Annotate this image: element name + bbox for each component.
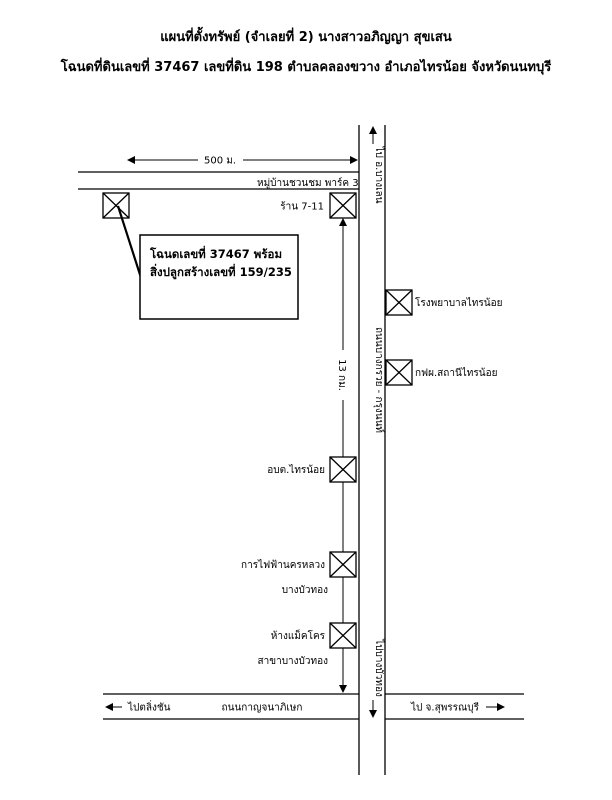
- sao-label: อบต.ไทรน้อย: [267, 464, 325, 476]
- to-suphanburi-label: ไป จ.สุพรรณบุรี: [410, 702, 480, 714]
- shop-711-label: ร้าน 7-11: [280, 201, 324, 213]
- mea-label-line1: การไฟฟ้านครหลวง: [241, 559, 325, 571]
- egat-station-label: กฟผ.สถานีไทรน้อย: [415, 367, 497, 379]
- main-road-label: ถนนบางกรวย - กรุงนนท์: [373, 327, 385, 433]
- mea-marker: [329, 551, 357, 578]
- property-marker: [102, 192, 130, 219]
- egat-station-marker: [385, 359, 413, 386]
- callout-box: [139, 234, 299, 320]
- map-subtitle: โฉนดที่ดินเลขที่ 37467 เลขที่ดิน 198 ตำบ…: [60, 60, 552, 75]
- map-title: แผนที่ตั้งทรัพย์ (จำเลยที่ 2) นางสาวอภิญ…: [160, 30, 452, 45]
- mea-label-line2: บางบัวทอง: [282, 585, 328, 596]
- callout-line2: สิ่งปลูกสร้างเลขที่ 159/235: [150, 263, 292, 280]
- hospital-marker: [385, 289, 413, 316]
- to-bang-bua-thong-label: ไปบางบัวทอง: [373, 638, 385, 697]
- callout-line1: โฉนดเลขที่ 37467 พร้อม: [149, 245, 282, 261]
- to-taling-chan-label: ไปตลิ่งชัน: [127, 700, 171, 714]
- hospital-label: โรงพยาบาลไทรน้อย: [415, 296, 502, 309]
- kanchana-road-label: ถนนกาญจนาภิเษก: [222, 703, 303, 714]
- village-label: หมู่บ้านชวนชม พาร์ค 3: [257, 177, 359, 189]
- makro-marker: [329, 622, 357, 649]
- callout-leader-line: [116, 205, 145, 285]
- distance-500-label: 500 ม.: [204, 156, 236, 167]
- distance-13km-label: 13 กม.: [336, 359, 347, 391]
- sao-marker: [329, 456, 357, 483]
- makro-label-line1: ห้างแม็คโคร: [271, 628, 326, 642]
- shop-711-marker: [329, 192, 357, 219]
- makro-label-line2: สาขาบางบัวทอง: [258, 656, 329, 667]
- to-bang-len-label: ไป อ.บางเลน: [373, 146, 385, 204]
